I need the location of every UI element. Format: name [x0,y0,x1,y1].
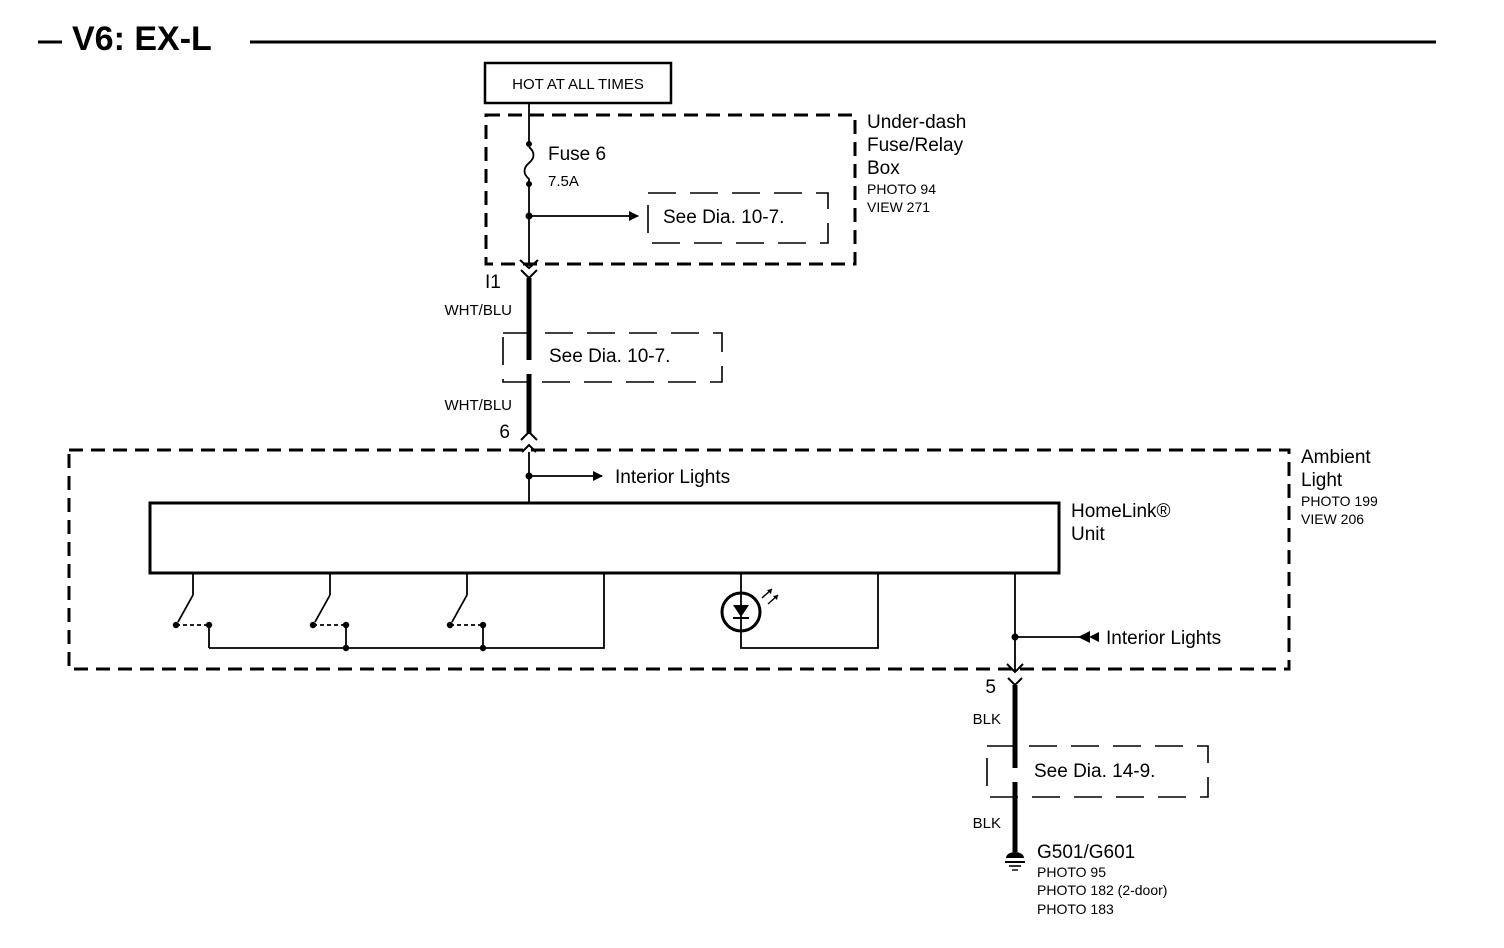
led-indicator-icon [720,573,879,649]
page-title: V6: EX-L [72,20,212,58]
homelink-name-line-1: HomeLink® [1071,501,1171,522]
fuse-box-photo: PHOTO 94 [867,181,936,197]
pin-5-label: 5 [985,677,996,698]
pin-6-label: 6 [499,422,510,443]
ground-name: G501/G601 [1037,842,1135,863]
ambient-light-name-line-2: Light [1301,470,1343,491]
connector-pin6-icon [520,430,538,441]
see-dia-middle-label: See Dia. 10-7. [549,346,670,367]
see-dia-box-ground [986,745,1209,798]
wire-color-blk-top: BLK [973,711,1001,728]
ambient-light-view: VIEW 206 [1301,511,1364,527]
see-dia-fuse-label: See Dia. 10-7. [663,207,784,228]
connector-pin5-lower [1007,677,1023,687]
wire-color-wht-blu-bottom: WHT/BLU [445,397,513,414]
interior-lights-splice-right [1011,633,1019,641]
homelink-name-line-2: Unit [1071,524,1106,545]
ambient-light-name-line-1: Ambient [1301,447,1371,468]
interior-lights-right-label: Interior Lights [1106,628,1221,649]
switch-1-icon [172,573,213,648]
see-dia-box-fuse [647,192,829,244]
ground-photo-3: PHOTO 183 [1037,901,1114,917]
connector-i1-lower [520,269,538,280]
fuse-name: Fuse 6 [548,144,606,165]
hot-at-all-times-label: HOT AT ALL TIMES [512,76,644,93]
switch-common-wire [209,573,605,649]
interior-lights-arrow-tip [1078,631,1090,643]
ground-photo-2: PHOTO 182 (2-door) [1037,882,1167,898]
connector-i1-pin: I1 [485,272,501,293]
wire-color-blk-bottom: BLK [973,815,1001,832]
fuse-box-name-line-1: Under-dash [867,112,966,133]
interior-lights-top-label: Interior Lights [615,467,730,488]
see-dia-ground-label: See Dia. 14-9. [1034,761,1155,782]
ground-photo-1: PHOTO 95 [1037,864,1106,880]
wire-color-wht-blu-top: WHT/BLU [445,302,513,319]
fuse-icon [523,146,535,184]
fuse-box-name-line-3: Box [867,158,900,179]
homelink-unit-box [148,501,1061,575]
hot-at-all-times-box [483,61,673,105]
fuse-rating: 7.5A [548,173,579,190]
ground-icon [1005,852,1025,871]
ambient-light-photo: PHOTO 199 [1301,493,1378,509]
switch-2-icon [309,573,350,652]
connector-i1-icon [519,259,539,270]
fuse-terminal-top [526,141,532,147]
fuse-relay-box-outline [484,113,857,266]
see-dia-box-middle [502,332,723,383]
ambient-light-outline [67,448,1291,671]
fuse-box-view: VIEW 271 [867,199,930,215]
fuse-box-name-line-2: Fuse/Relay [867,135,964,156]
switch-3-icon [446,573,487,652]
connector-pin5-icon [1006,663,1024,674]
